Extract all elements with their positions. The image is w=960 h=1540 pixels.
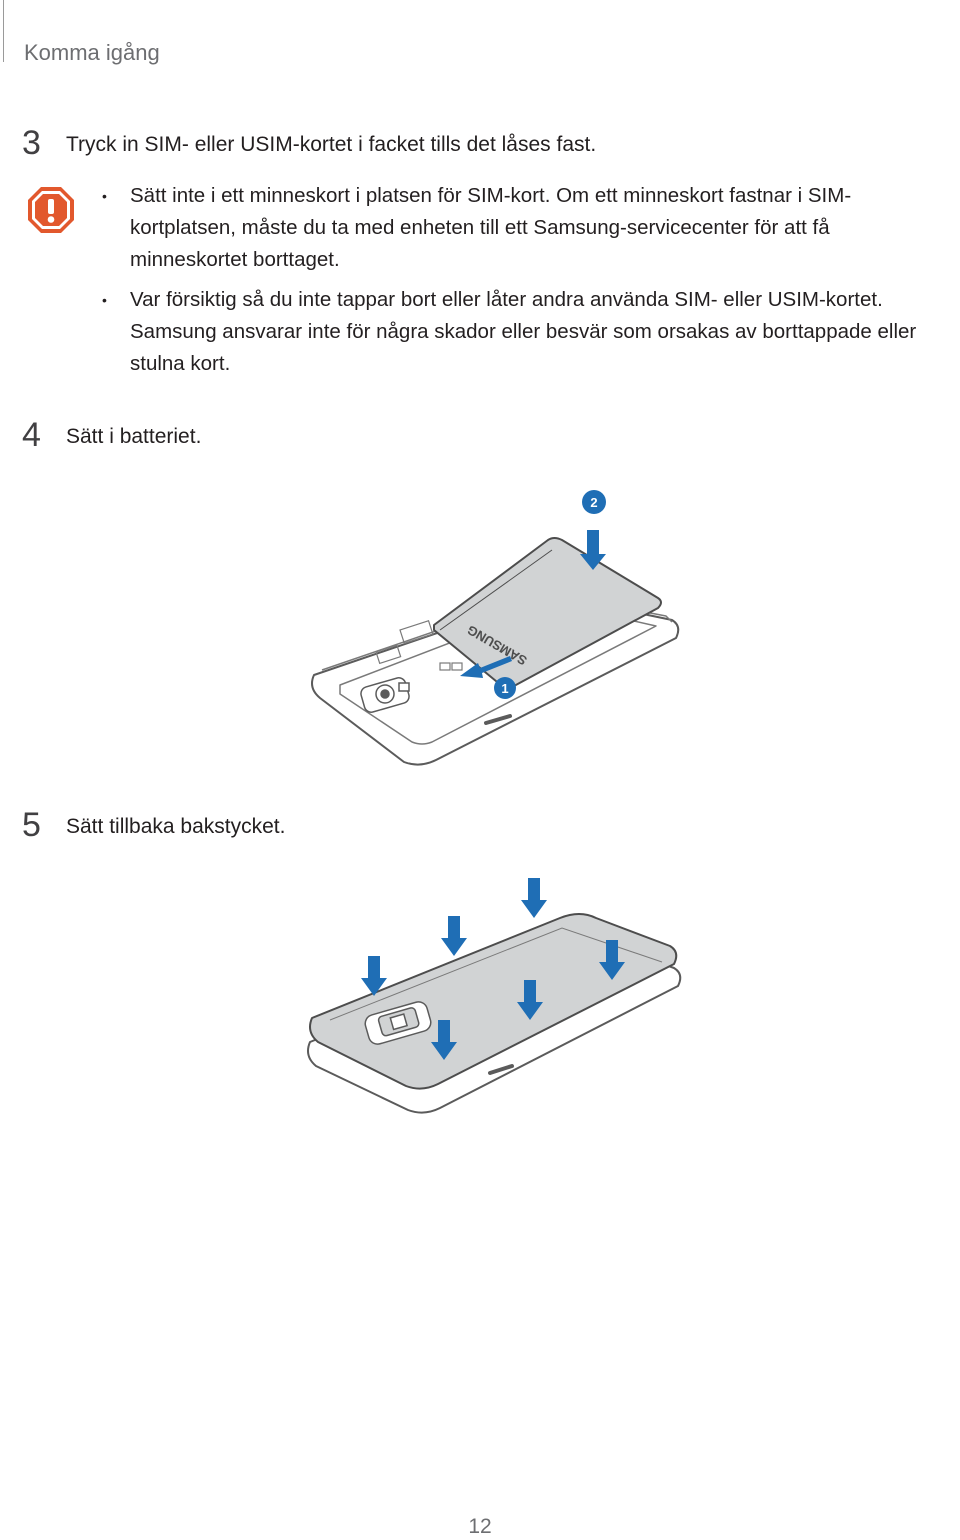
section-title: Komma igång [24, 40, 160, 65]
battery-slot-details [375, 619, 463, 671]
page-edge-line [3, 0, 4, 62]
press-arrow [361, 956, 387, 996]
press-arrow-2 [580, 530, 606, 570]
step-text: Sätt i batteriet. [66, 425, 202, 448]
callout-1-number: 1 [501, 681, 508, 696]
bullet-line: stulna kort. [130, 352, 231, 375]
callout-2-number: 2 [590, 495, 597, 510]
callout-1: 1 [494, 677, 516, 699]
bullet-line: Var försiktig så du inte tappar bort ell… [130, 288, 883, 311]
press-arrow [517, 980, 543, 1020]
press-arrow [599, 940, 625, 980]
press-arrow [431, 1020, 457, 1060]
battery: SAMSUNG [433, 537, 662, 689]
camera-module [360, 677, 410, 713]
side-key [484, 714, 512, 725]
step-text: Tryck in SIM- eller USIM-kortet i facket… [66, 133, 597, 156]
camera-module [364, 1001, 432, 1045]
press-arrows [361, 878, 625, 1060]
bullet-line: Sätt inte i ett minneskort i platsen för… [130, 184, 852, 207]
press-arrow [521, 878, 547, 918]
warning-bullet: • Var försiktig så du inte tappar bort e… [102, 284, 952, 380]
back-cover-illustration [307, 878, 682, 1114]
bullet-line: Samsung ansvarar inte för några skador e… [130, 320, 917, 343]
insert-arrow-1 [460, 656, 512, 678]
press-arrow [441, 916, 467, 956]
step-number: 3 [22, 124, 41, 162]
bullet-line: minneskortet borttaget. [130, 248, 340, 271]
step-number: 4 [22, 416, 41, 454]
warning-list: • Sätt inte i ett minneskort i platsen f… [102, 180, 952, 388]
back-cover [309, 913, 678, 1090]
bullet-dot: • [102, 188, 107, 204]
bullet-dot: • [102, 292, 107, 308]
battery-insert-illustration: SAMSUNG 1 2 [311, 490, 680, 766]
step-number: 5 [22, 806, 41, 844]
step-text: Sätt tillbaka bakstycket. [66, 815, 286, 838]
warning-bullet: • Sätt inte i ett minneskort i platsen f… [102, 180, 952, 276]
warning-icon [28, 187, 74, 233]
bullet-line: kortplatsen, måste du ta med enheten til… [130, 216, 830, 239]
callout-2: 2 [582, 490, 606, 514]
side-key [488, 1064, 514, 1075]
page-number: 12 [468, 1515, 492, 1538]
